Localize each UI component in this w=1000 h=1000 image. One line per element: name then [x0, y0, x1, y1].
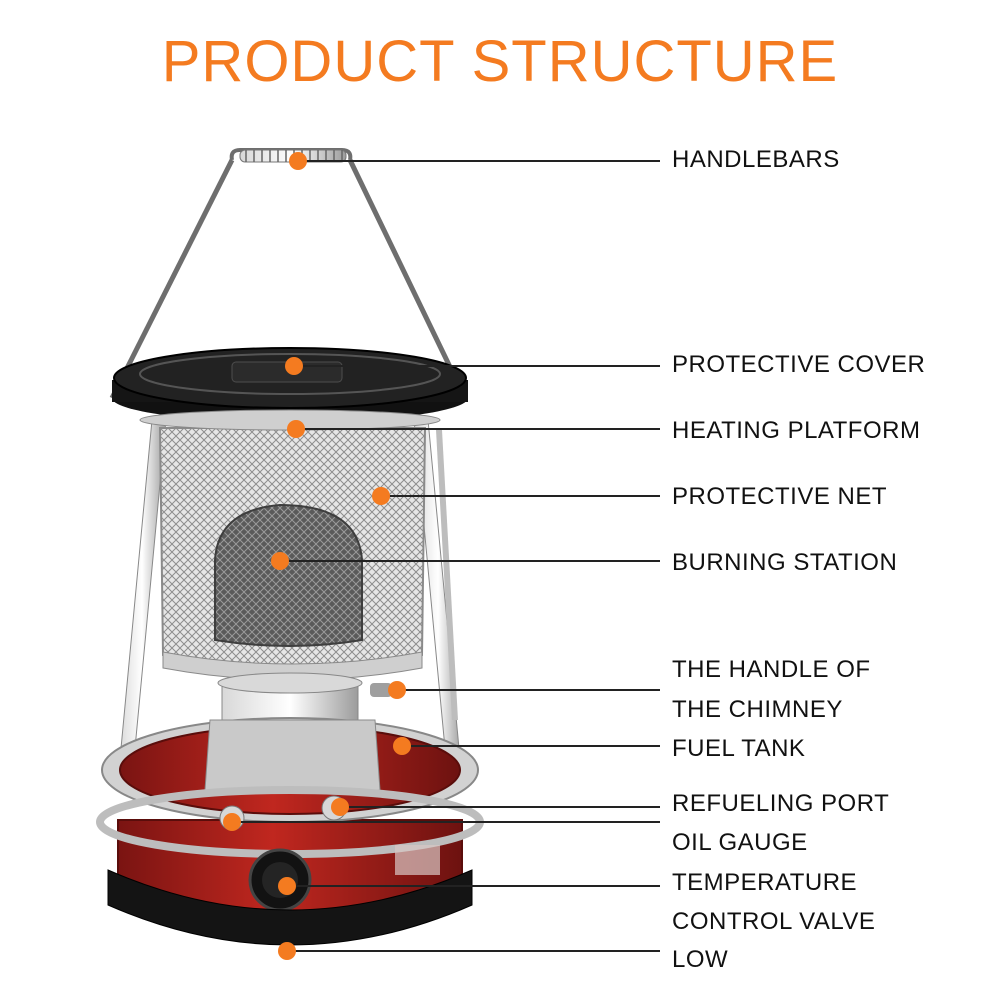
label-protective-cover: PROTECTIVE COVER — [672, 351, 925, 379]
marker-dot-protective-net — [372, 487, 390, 505]
marker-dot-protective-cover — [285, 357, 303, 375]
label-handlebars: HANDLEBARS — [672, 146, 840, 174]
label-heating-platform: HEATING PLATFORM — [672, 417, 920, 445]
marker-dot-heating-platform — [287, 420, 305, 438]
label-low: LOW — [672, 946, 728, 974]
marker-dot-low — [278, 942, 296, 960]
label-fuel-tank: FUEL TANK — [672, 735, 805, 763]
label-protective-net: PROTECTIVE NET — [672, 483, 887, 511]
label-oil-gauge: OIL GAUGE — [672, 829, 808, 857]
label-temperature-line2: CONTROL VALVE — [672, 908, 875, 936]
label-chimney-handle-line1: THE HANDLE OF — [672, 656, 871, 684]
marker-dot-fuel-tank — [393, 737, 411, 755]
marker-dot-chimney-handle — [388, 681, 406, 699]
label-chimney-handle-line2: THE CHIMNEY — [672, 696, 843, 724]
marker-dot-oil-gauge — [223, 813, 241, 831]
marker-dot-refueling-port — [331, 798, 349, 816]
burner-shape — [215, 505, 362, 646]
marker-dot-temperature — [278, 877, 296, 895]
temperature-knob-shape — [250, 850, 310, 910]
label-burning-station: BURNING STATION — [672, 549, 897, 577]
marker-dot-burning-station — [271, 552, 289, 570]
marker-dot-handlebars — [289, 152, 307, 170]
label-temperature-line1: TEMPERATURE — [672, 869, 857, 897]
label-refueling-port: REFUELING PORT — [672, 790, 889, 818]
